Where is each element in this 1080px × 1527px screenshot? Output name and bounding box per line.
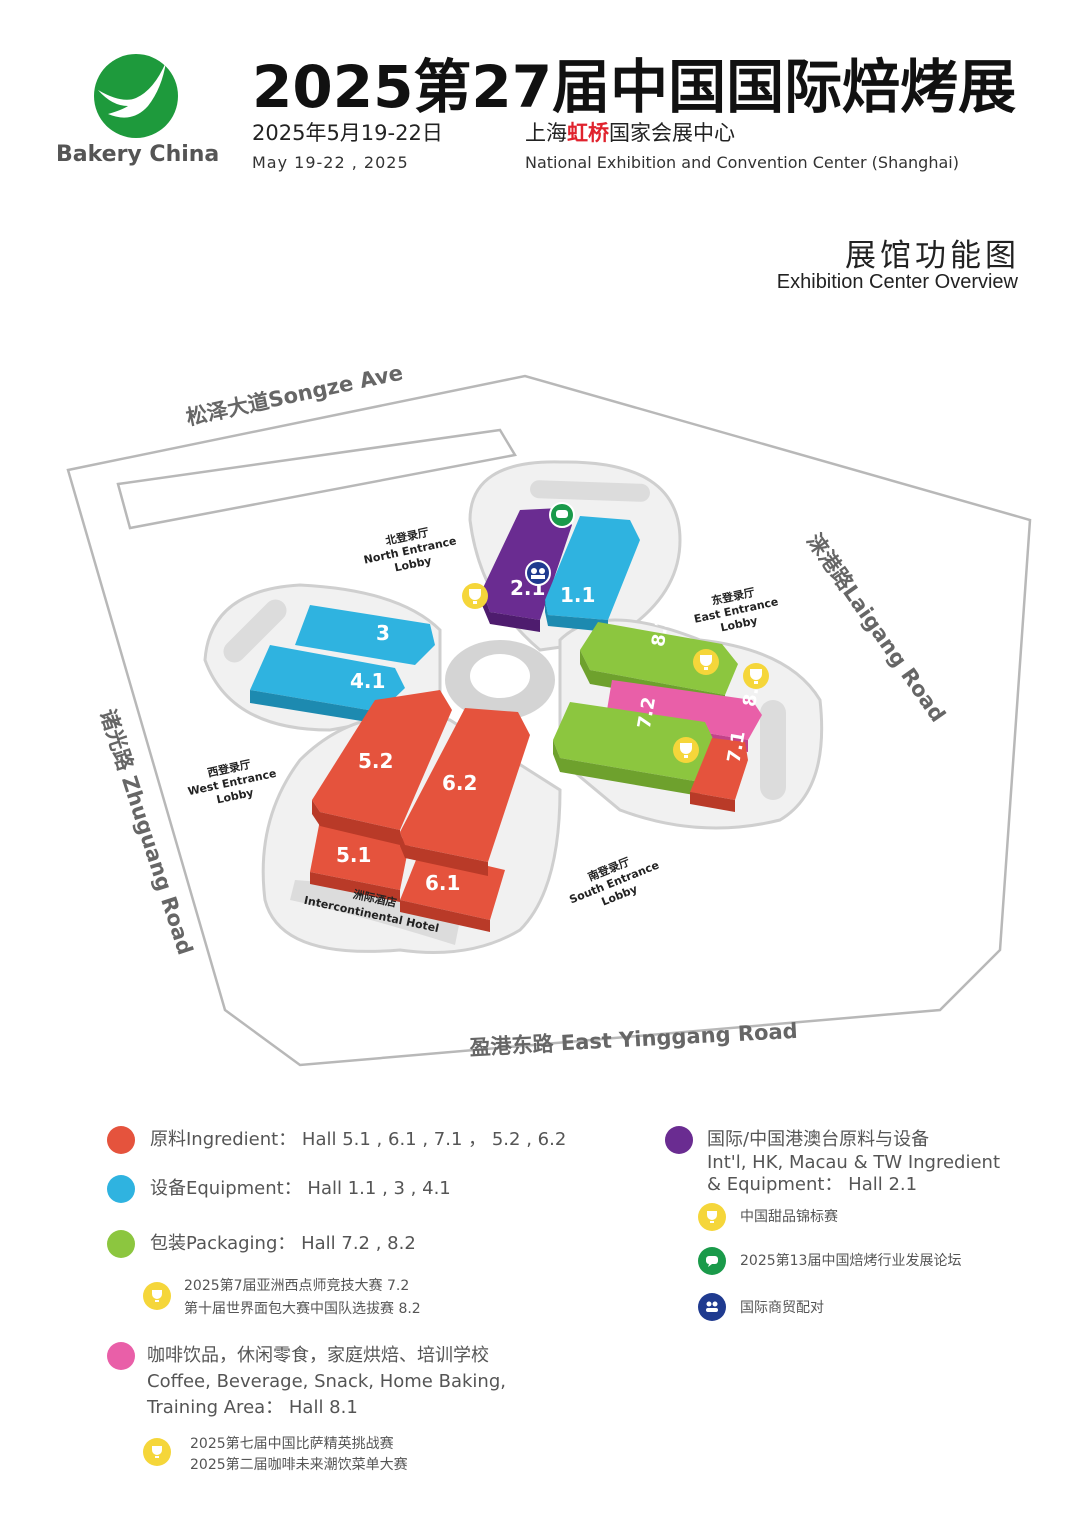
coffee-sub-2: 2025第二届咖啡未来潮饮菜单大赛: [190, 1457, 408, 1473]
forum-icon: [549, 502, 575, 528]
legend-intl-2: Int'l, HK, Macau & TW Ingredient: [707, 1152, 1001, 1173]
hall-5-2: 5.2: [312, 690, 452, 845]
legend-coffee-2: Coffee, Beverage, Snack, Home Baking,: [147, 1371, 506, 1392]
legend-intl-1: 国际/中国港澳台原料与设备: [707, 1129, 930, 1150]
legend-forum: 2025第13届中国焙烤行业发展论坛: [740, 1253, 962, 1269]
hall-label-4-1: 4.1: [350, 669, 385, 693]
hall-label-1-1: 1.1: [560, 583, 595, 607]
hall-label-3: 3: [376, 621, 390, 645]
hall-4-1: 4.1: [250, 645, 405, 724]
hall-1-1: 1.1: [545, 516, 640, 632]
coffee-sub-1: 2025第七届中国比萨精英挑战赛: [190, 1436, 394, 1452]
packaging-sub-1: 2025第7届亚洲西点师竞技大赛 7.2: [184, 1278, 410, 1294]
matching-icon: [698, 1293, 726, 1321]
logo-text: Bakery China: [56, 142, 220, 167]
equipment-dot: [107, 1175, 135, 1203]
hall-label-5-2: 5.2: [358, 749, 393, 773]
trophy-icon: [673, 737, 699, 763]
venue-zh: 上海虹桥国家会展中心: [525, 121, 735, 145]
page-title: 2025第27届中国国际焙烤展: [252, 53, 1017, 121]
ingredient-dot: [107, 1126, 135, 1154]
legend-trophy: 中国甜品锦标赛: [740, 1209, 838, 1225]
overview-title-en: Exhibition Center Overview: [776, 271, 1018, 293]
forum-icon: [698, 1247, 726, 1275]
coffee-dot: [107, 1342, 135, 1370]
date-zh: 2025年5月19-22日: [252, 121, 443, 145]
trophy-icon: [698, 1203, 726, 1231]
overview-title-zh: 展馆功能图: [845, 238, 1020, 274]
venue-en: National Exhibition and Convention Cente…: [525, 153, 959, 172]
legend-equipment: 设备Equipment： Hall 1.1 , 3 , 4.1: [150, 1178, 451, 1199]
hall-label-5-1: 5.1: [336, 843, 371, 867]
hall-7-1: 7.1: [690, 729, 750, 812]
legend-matching: 国际商贸配对: [740, 1300, 824, 1316]
hall-label-6-2: 6.2: [442, 771, 477, 795]
hall-7-2: 7.2: [553, 695, 716, 796]
legend-coffee-3: Training Area： Hall 8.1: [147, 1397, 358, 1418]
hall-3: 3: [295, 605, 435, 665]
legend-coffee-1: 咖啡饮品，休闲零食，家庭烘焙、培训学校: [147, 1345, 489, 1366]
legend-packaging: 包装Packaging： Hall 7.2 , 8.2: [150, 1233, 416, 1254]
trophy-icon: [743, 663, 769, 689]
packaging-dot: [107, 1230, 135, 1258]
bakery-china-logo: [92, 52, 180, 140]
legend-ingredient: 原料Ingredient： Hall 5.1 , 6.1 , 7.1 ， 5.2…: [150, 1129, 567, 1150]
trophy-icon: [143, 1438, 171, 1466]
venue-highlight: 虹桥: [567, 121, 609, 145]
packaging-sub-2: 第十届世界面包大赛中国队选拔赛 8.2: [184, 1301, 421, 1317]
international-dot: [665, 1126, 693, 1154]
logo-icon: [94, 54, 178, 138]
date-en: May 19-22 , 2025: [252, 153, 409, 172]
trophy-icon: [143, 1282, 171, 1310]
exhibition-map: 2.1 1.1 3 4.1 5.1 5.2 6.1 6.2: [66, 361, 1032, 1067]
trophy-icon: [462, 583, 488, 609]
hall-label-6-1: 6.1: [425, 871, 460, 895]
matching-icon: [525, 560, 551, 586]
legend-intl-3: & Equipment： Hall 2.1: [707, 1174, 918, 1195]
trophy-icon: [693, 649, 719, 675]
hall-6-2: 6.2: [400, 708, 530, 876]
